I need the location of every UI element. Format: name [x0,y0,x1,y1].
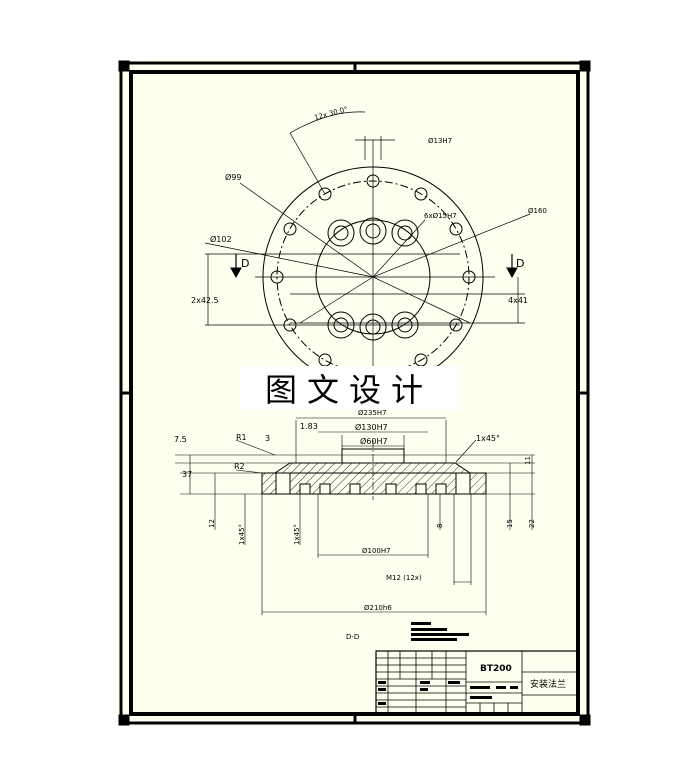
holes-label: 6xØ15H7 [424,212,457,220]
d100-label: Ø100H7 [362,547,391,555]
d183-label: 1.83 [300,422,318,431]
v8-label: 8 [436,524,444,528]
v15-label: 15 [506,519,514,528]
counterbored-holes [327,217,419,341]
watermark-text: 图文设计 [240,366,458,410]
section-name-label: D-D [346,633,359,641]
d160-label: Ø160 [528,207,547,215]
d102-label: Ø102 [210,234,232,244]
d60-label: Ø60H7 [360,436,388,446]
v3-label: 3 [265,434,270,443]
v37-label: 37 [182,470,192,479]
d99-label: Ø99 [225,172,241,182]
m12-label: M12 (12x) [386,574,422,582]
title-block [375,650,579,715]
d210-label: Ø210h6 [364,604,392,612]
notes-block [411,622,469,641]
drawing-frame [118,60,591,726]
drawing-code: BT200 [480,664,512,674]
v7-5-label: 7.5 [174,435,187,444]
section-mark-right: D [516,257,524,270]
v1x45-a-label: 1x45° [238,524,246,545]
title-block-marks [378,681,518,705]
dim-right-label: 4x41 [508,296,528,305]
small-hole-label: Ø13H7 [428,137,452,145]
part-name: 安装法兰 [530,678,566,690]
r1-label: R1 [236,433,247,442]
top-dim-label: Ø235H7 [358,409,387,417]
dim-left-label: 2x42.5 [191,296,219,305]
r2-label: R2 [234,462,245,471]
v11-label: 11 [524,456,532,465]
v12-label: 12 [208,519,216,528]
d130-label: Ø130H7 [355,422,388,432]
chamfer-top-label: 1x45° [476,434,500,443]
v22-label: 22 [528,519,536,528]
section-mark-left: D [241,257,249,270]
section-view [175,417,535,615]
v1x45-b-label: 1x45° [293,524,301,545]
